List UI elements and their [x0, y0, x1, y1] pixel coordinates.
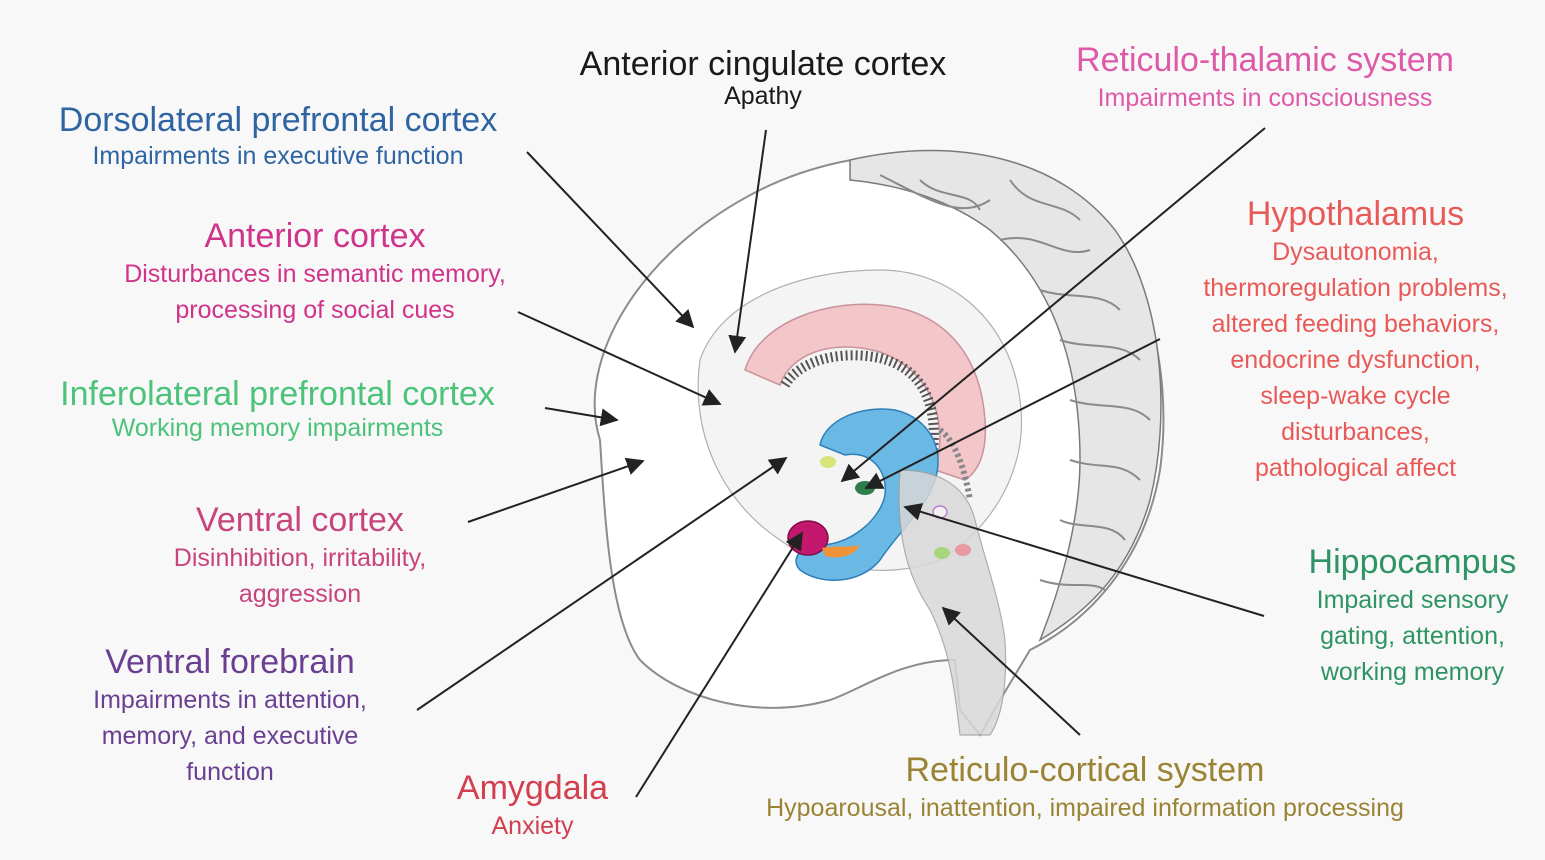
label-dorsolateral-prefrontal-cortex: Dorsolateral prefrontal cortex Impairmen…: [18, 100, 538, 174]
hippocampus-desc-2: gating, attention,: [1280, 618, 1545, 654]
hypothalamus-desc-3: altered feeding behaviors,: [1168, 306, 1543, 342]
amygdala-title: Amygdala: [430, 768, 635, 808]
hypothalamus-title: Hypothalamus: [1168, 194, 1543, 234]
hypothalamus-desc-7: pathological affect: [1168, 450, 1543, 486]
anterior-cortex-desc-2: processing of social cues: [60, 292, 570, 328]
label-reticulo-cortical-system: Reticulo-cortical system Hypoarousal, in…: [700, 750, 1470, 826]
label-ventral-forebrain: Ventral forebrain Impairments in attenti…: [40, 642, 420, 790]
ilpfc-title: Inferolateral prefrontal cortex: [20, 374, 535, 414]
amygdala-desc: Anxiety: [430, 808, 635, 844]
label-reticulo-thalamic-system: Reticulo-thalamic system Impairments in …: [1040, 40, 1490, 116]
label-hypothalamus: Hypothalamus Dysautonomia, thermoregulat…: [1168, 194, 1543, 486]
reticulo-thalamic-desc: Impairments in consciousness: [1040, 80, 1490, 116]
hypothalamus-desc-6: disturbances,: [1168, 414, 1543, 450]
ventral-forebrain-desc-3: function: [40, 754, 420, 790]
amygdala-region: [788, 521, 828, 555]
reticulo-thalamic-title: Reticulo-thalamic system: [1040, 40, 1490, 80]
anterior-cortex-desc-1: Disturbances in semantic memory,: [60, 256, 570, 292]
dlpfc-title: Dorsolateral prefrontal cortex: [18, 100, 538, 140]
label-inferolateral-prefrontal-cortex: Inferolateral prefrontal cortex Working …: [20, 374, 535, 446]
label-anterior-cingulate-cortex: Anterior cingulate cortex Apathy: [553, 44, 973, 114]
ilpfc-desc: Working memory impairments: [20, 410, 535, 446]
label-amygdala: Amygdala Anxiety: [430, 768, 635, 844]
dlpfc-desc: Impairments in executive function: [18, 138, 538, 174]
brain-illustration: [595, 151, 1164, 735]
hippocampus-desc-1: Impaired sensory: [1280, 582, 1545, 618]
hippocampus-desc-3: working memory: [1280, 654, 1545, 690]
ventral-forebrain-desc-2: memory, and executive: [40, 718, 420, 754]
hypothalamus-desc-5: sleep-wake cycle: [1168, 378, 1543, 414]
ventral-forebrain-title: Ventral forebrain: [40, 642, 420, 682]
ventral-cortex-desc-1: Disinhibition, irritability,: [120, 540, 480, 576]
anterior-cortex-title: Anterior cortex: [60, 216, 570, 256]
ventral-cortex-title: Ventral cortex: [120, 500, 480, 540]
hypothalamus-desc-2: thermoregulation problems,: [1168, 270, 1543, 306]
hypothalamus-desc-4: endocrine dysfunction,: [1168, 342, 1543, 378]
label-anterior-cortex: Anterior cortex Disturbances in semantic…: [60, 216, 570, 328]
label-ventral-cortex: Ventral cortex Disinhibition, irritabili…: [120, 500, 480, 612]
label-hippocampus: Hippocampus Impaired sensory gating, att…: [1280, 542, 1545, 690]
ventral-cortex-desc-2: aggression: [120, 576, 480, 612]
hippocampus-title: Hippocampus: [1280, 542, 1545, 582]
reticulo-cortical-title: Reticulo-cortical system: [700, 750, 1470, 790]
reticulo-cortical-desc: Hypoarousal, inattention, impaired infor…: [700, 790, 1470, 826]
ventral-forebrain-desc-1: Impairments in attention,: [40, 682, 420, 718]
hypothalamus-desc-1: Dysautonomia,: [1168, 234, 1543, 270]
hypothalamus-region: [855, 481, 875, 495]
